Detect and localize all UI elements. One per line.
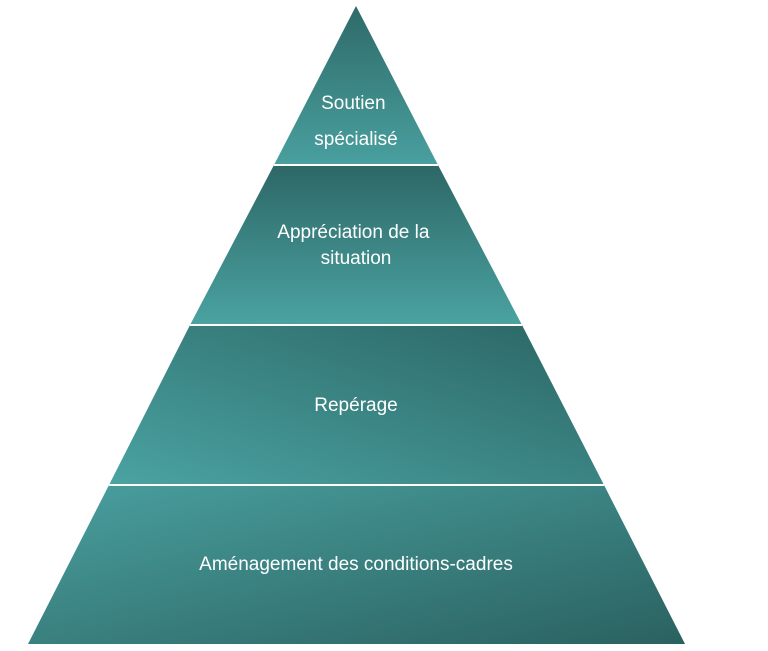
- tier-1-line-1: Soutien: [321, 93, 385, 114]
- tier-3-line-1: Repérage: [314, 395, 397, 416]
- tier-3-shape: [109, 325, 604, 485]
- tier-2-shape: [190, 165, 522, 325]
- pyramid-tier-3: Repérage: [109, 325, 604, 485]
- pyramid-tier-4: Aménagement des conditions-cadres: [28, 485, 685, 644]
- tier-1-line-2: spécialisé: [314, 129, 397, 150]
- tier-1-label: Soutien spécialisé: [314, 93, 397, 150]
- tier-4-label: Aménagement des conditions-cadres: [199, 554, 513, 575]
- tier-4-shape: [28, 485, 685, 644]
- tier-1-shape: [274, 6, 438, 165]
- pyramid-tier-1: Soutien spécialisé: [274, 6, 438, 165]
- pyramid-tier-2: Appréciation de la situation: [190, 165, 522, 325]
- tier-3-label: Repérage: [314, 395, 397, 416]
- tier-2-line-1: Appréciation de la: [277, 222, 430, 243]
- tier-4-line-1: Aménagement des conditions-cadres: [199, 554, 513, 575]
- tier-2-line-2: situation: [321, 248, 392, 269]
- tier-2-label: Appréciation de la situation: [277, 222, 434, 269]
